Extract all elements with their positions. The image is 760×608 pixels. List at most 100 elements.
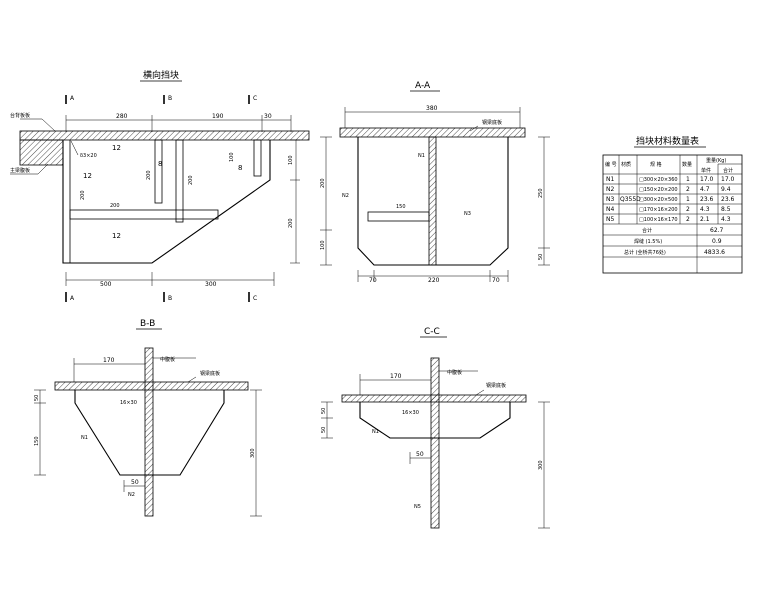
row-spec: □100×16×170	[639, 217, 678, 223]
cc-dim-left-top: 50	[321, 408, 327, 414]
bb-dim-left-top: 50	[34, 395, 40, 401]
aa-dim-top: 380	[426, 105, 438, 112]
elev-top-flange	[19, 130, 310, 141]
elev-note-bearing: 台背板板	[10, 112, 30, 119]
elev-dim-left: 200	[80, 190, 86, 200]
table-material: Q355D	[620, 196, 641, 203]
section-aa-title: A-A	[415, 81, 431, 91]
section-mark-c-bottom: C	[253, 295, 257, 302]
section-mark-a-top: A	[70, 95, 75, 102]
elev-dim-right-bot: 200	[288, 218, 294, 228]
th-weight: 重量(Kg)	[706, 157, 726, 164]
section-aa-view: A-A 380 150 钢梁底板 N1 N2 N3 200 100 250 50	[320, 81, 550, 284]
aa-dim-b2: 220	[428, 277, 440, 284]
bb-dim-top: 170	[103, 357, 115, 364]
aa-note-n2: N2	[342, 193, 349, 199]
elev-dim-bottom-left: 500	[100, 281, 112, 288]
aa-note-plate: 钢梁底板	[482, 119, 502, 126]
aa-note-n3: N3	[464, 211, 471, 217]
elev-weld-c: 12	[83, 172, 92, 180]
elev-dim-bottom-right: 300	[205, 281, 217, 288]
table-row: N2 □150×20×200 2 4.7 9.4	[606, 186, 731, 193]
row-no: N1	[606, 176, 614, 183]
aa-dim-n4: 150	[396, 204, 406, 210]
aa-dim-left-top: 200	[320, 178, 326, 188]
section-mark-b-top: B	[168, 95, 172, 102]
table-grand-value: 4833.6	[704, 249, 725, 256]
row-unit: 2.1	[700, 216, 710, 223]
table-weld-label: 焊缝 (1.5%)	[634, 238, 662, 245]
table-sum-label: 合计	[642, 227, 652, 234]
elev-weld-a: δ3×20	[80, 153, 97, 159]
table-sum-value: 62.7	[710, 227, 724, 234]
row-no: N3	[606, 196, 614, 203]
row-qty: 2	[686, 186, 690, 193]
table-weld-value: 0.9	[712, 238, 722, 245]
bb-note-n1: N1	[81, 435, 88, 441]
bb-note-n2: N2	[128, 492, 135, 498]
aa-dim-right-top: 250	[538, 188, 544, 198]
elev-dim-inner: 200	[110, 203, 120, 209]
elev-dim-v-b: 200	[188, 175, 194, 185]
row-total: 8.5	[721, 206, 731, 213]
table-row: N1 □300×20×360 1 17.0 17.0	[606, 176, 735, 183]
table-grand-label: 总计 (全桥共76处)	[624, 249, 666, 256]
row-no: N4	[606, 206, 614, 213]
aa-note-n1: N1	[418, 153, 425, 159]
elev-dim-v-c: 100	[229, 152, 235, 162]
material-table: 挡块材料数量表 编 号 材质 规 格 数量 重量(Kg) 单件 合计 Q355D…	[602, 135, 743, 274]
elev-left-plate	[19, 139, 64, 166]
bb-dim-left-bot: 150	[34, 436, 40, 446]
elev-stiffener	[69, 209, 219, 220]
th-total: 合计	[723, 167, 733, 174]
section-mark-a-bottom: A	[70, 295, 75, 302]
elev-plate-outline	[62, 140, 271, 264]
bb-dim-right: 300	[250, 448, 256, 458]
elev-dim-top-right: 190	[212, 113, 224, 120]
elev-dim-top-end: 30	[264, 113, 272, 120]
cc-dim-bottom: 50	[416, 451, 424, 458]
aa-dim-b3: 70	[492, 277, 500, 284]
section-cc-title: C-C	[424, 327, 440, 337]
cc-weld: 16×30	[402, 410, 419, 416]
row-qty: 2	[686, 216, 690, 223]
cc-dim-top: 170	[390, 373, 402, 380]
elev-note-web: 主梁腹板	[10, 167, 30, 174]
aa-outline	[357, 137, 509, 266]
row-qty: 1	[686, 196, 690, 203]
table-row: N3 □300×20×500 1 23.6 23.6	[606, 196, 735, 203]
aa-dim-b1: 70	[369, 277, 377, 284]
elevation-view: 横向挡块 A B C 280 190 30 200 200 200	[10, 69, 310, 302]
aa-dim-left-bot: 100	[320, 240, 326, 250]
row-unit: 4.7	[700, 186, 710, 193]
row-unit: 17.0	[700, 176, 714, 183]
aa-stiffener	[367, 211, 430, 222]
row-spec: □150×20×200	[639, 187, 678, 193]
row-no: N2	[606, 186, 614, 193]
section-mark-c-top: C	[253, 95, 257, 102]
bb-outline	[74, 390, 225, 476]
aa-web	[428, 136, 437, 266]
section-mark-b-bottom: B	[168, 295, 172, 302]
bb-dim-bottom: 50	[131, 479, 139, 486]
section-bb-view: B-B 170 中腹板 钢梁底板 16×30 N1 N2 50 150 300 …	[34, 319, 262, 517]
elev-dim-top-left: 280	[116, 113, 128, 120]
row-unit: 23.6	[700, 196, 714, 203]
th-qty: 数量	[682, 161, 692, 168]
row-no: N5	[606, 216, 614, 223]
row-qty: 2	[686, 206, 690, 213]
th-unit: 单件	[701, 167, 711, 174]
row-qty: 1	[686, 176, 690, 183]
th-material: 材质	[621, 161, 631, 168]
cc-dim-right: 300	[538, 460, 544, 470]
aa-bottom-plate	[339, 127, 526, 138]
elev-weld-d: 12	[112, 232, 121, 240]
table-row: N4 □170×16×200 2 4.3 8.5	[606, 206, 731, 213]
aa-dim-right-bot: 50	[538, 254, 544, 260]
row-unit: 4.3	[700, 206, 710, 213]
cc-outline	[359, 402, 511, 439]
table-title: 挡块材料数量表	[636, 135, 699, 147]
cc-note-rib: 中腹板	[447, 369, 462, 376]
cc-web	[430, 357, 440, 529]
row-spec: □300×20×360	[639, 177, 678, 183]
